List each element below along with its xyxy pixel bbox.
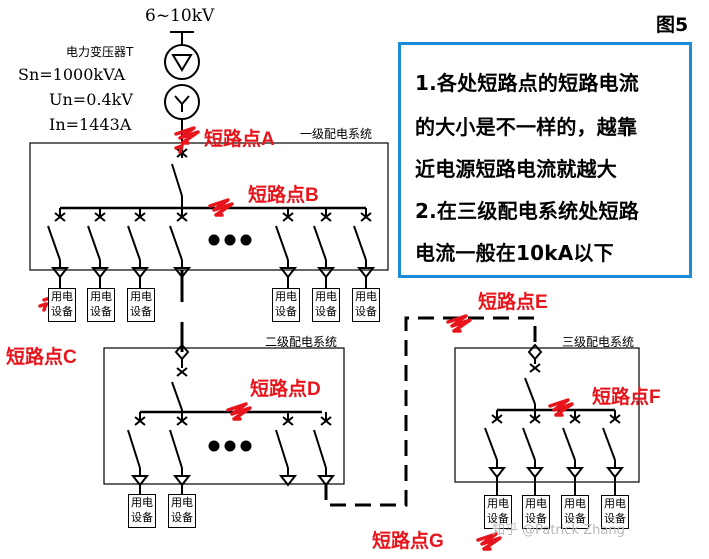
short-point-d: 短路点D xyxy=(250,379,321,400)
note-line: 1.各处短路点的短路电流 xyxy=(415,71,639,95)
device-label-line1: 用电 xyxy=(525,497,547,510)
explanation-box: 1.各处短路点的短路电流 的大小是不一样的，越靠 近电源短路电流就越大 2.在三… xyxy=(398,42,692,278)
short-point-a: 短路点A xyxy=(204,129,275,150)
short-point-b: 短路点B xyxy=(248,185,319,206)
device-label-line1: 用电 xyxy=(315,290,337,303)
figure-label: 图5 xyxy=(656,14,689,36)
short-point-f: 短路点F xyxy=(592,387,661,408)
transformer-un: Un=0.4kV xyxy=(49,90,133,109)
device-box: 用电设备 xyxy=(561,495,589,529)
device-label-line1: 用电 xyxy=(171,496,193,509)
device-label-line2: 设备 xyxy=(51,305,73,318)
device-label-line2: 设备 xyxy=(315,305,337,318)
device-box: 用电设备 xyxy=(522,495,550,529)
device-label-line2: 设备 xyxy=(275,305,297,318)
level2-box xyxy=(103,347,345,485)
device-label-line1: 用电 xyxy=(131,496,153,509)
note-line: 2.在三级配电系统处短路 xyxy=(415,199,639,223)
device-box: 用电设备 xyxy=(87,288,115,322)
device-label-line1: 用电 xyxy=(604,497,626,510)
level3-label: 三级配电系统 xyxy=(562,335,635,349)
device-label-line1: 用电 xyxy=(355,290,377,303)
device-label-line2: 设备 xyxy=(525,512,547,525)
watermark: 知乎 @Patrick Zhang xyxy=(492,523,625,538)
level1-box xyxy=(29,142,389,271)
device-label-line2: 设备 xyxy=(564,512,586,525)
note-line: 近电源短路电流就越大 xyxy=(415,157,617,181)
device-box: 用电设备 xyxy=(168,494,196,528)
level1-label: 一级配电系统 xyxy=(300,127,373,141)
device-box: 用电设备 xyxy=(48,288,76,322)
device-label-line2: 设备 xyxy=(487,512,509,525)
device-box: 用电设备 xyxy=(128,494,156,528)
device-label-line2: 设备 xyxy=(171,511,193,524)
device-label-line1: 用电 xyxy=(51,290,73,303)
device-box: 用电设备 xyxy=(312,288,340,322)
device-label-line1: 用电 xyxy=(130,290,152,303)
voltage-label: 6~10kV xyxy=(145,6,215,26)
device-label-line2: 设备 xyxy=(90,305,112,318)
device-label-line2: 设备 xyxy=(355,305,377,318)
device-box: 用电设备 xyxy=(484,495,512,529)
device-label-line1: 用电 xyxy=(275,290,297,303)
device-label-line1: 用电 xyxy=(564,497,586,510)
device-label-line1: 用电 xyxy=(90,290,112,303)
device-label-line2: 设备 xyxy=(131,511,153,524)
device-box: 用电设备 xyxy=(127,288,155,322)
device-box: 用电设备 xyxy=(601,495,629,529)
device-label-line2: 设备 xyxy=(604,512,626,525)
short-point-g: 短路点G xyxy=(372,531,444,552)
transformer-name: 电力变压器T xyxy=(66,45,134,59)
device-box: 用电设备 xyxy=(352,288,380,322)
device-box: 用电设备 xyxy=(272,288,300,322)
transformer-sn: Sn=1000kVA xyxy=(18,65,126,84)
level3-box xyxy=(454,347,640,483)
device-label-line1: 用电 xyxy=(487,497,509,510)
transformer-in: In=1443A xyxy=(49,115,132,134)
note-line: 的大小是不一样的，越靠 xyxy=(415,115,638,139)
short-point-e: 短路点E xyxy=(478,292,548,313)
short-point-c: 短路点C xyxy=(6,347,77,368)
level2-label: 二级配电系统 xyxy=(265,335,338,349)
device-label-line2: 设备 xyxy=(130,305,152,318)
note-line: 电流一般在10kA以下 xyxy=(415,241,614,265)
